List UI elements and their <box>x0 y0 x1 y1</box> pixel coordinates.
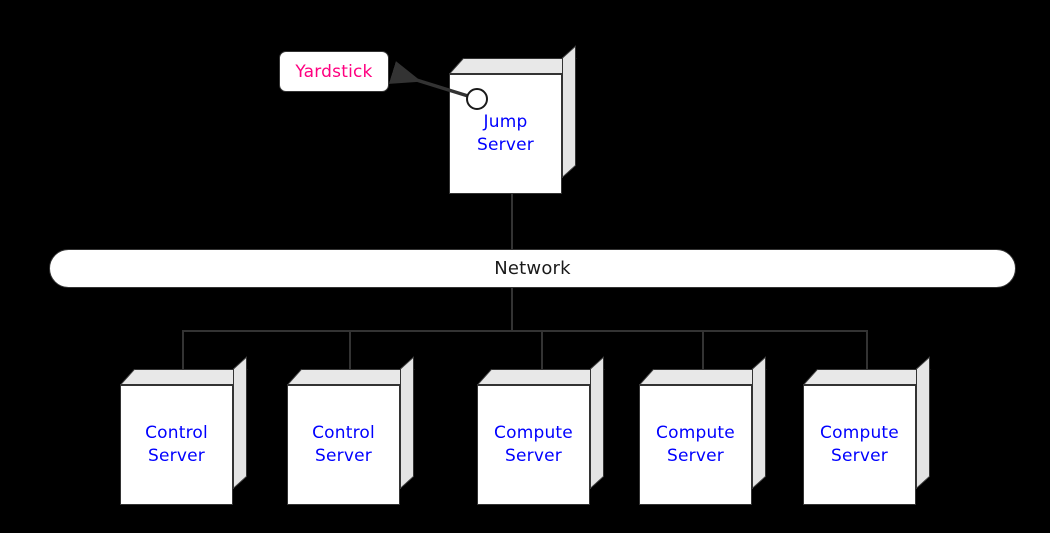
node-jump-server[interactable]: Jump Server <box>449 45 577 194</box>
server-box-front: Compute Server <box>803 385 916 505</box>
jump-server-label-line1: Jump <box>483 112 528 133</box>
server-label-line2: Server <box>148 446 205 466</box>
server-box-side <box>233 356 247 489</box>
server-label-line2: Server <box>505 446 562 466</box>
server-box-top <box>287 369 415 385</box>
jump-server-port-circle[interactable] <box>466 88 488 110</box>
node-control-server-1[interactable]: Control Server <box>120 356 248 505</box>
drop-line-node-2 <box>349 330 351 370</box>
server-label-line1: Control <box>312 423 375 444</box>
drop-line-node-5 <box>866 330 868 370</box>
server-label-line1: Compute <box>494 423 573 444</box>
connector-jump-to-network <box>511 193 513 249</box>
server-box-front: Compute Server <box>477 385 590 505</box>
server-box-top <box>477 369 605 385</box>
jump-server-box-side <box>562 45 576 178</box>
server-label-line1: Control <box>145 423 208 444</box>
server-box-front: Compute Server <box>639 385 752 505</box>
server-label-line1: Compute <box>820 423 899 444</box>
drop-line-node-4 <box>702 330 704 370</box>
network-bus[interactable]: Network <box>49 249 1016 288</box>
drop-line-node-1 <box>182 330 184 370</box>
server-box-side <box>916 356 930 489</box>
jump-server-label-line2: Server <box>477 135 534 155</box>
node-control-server-2[interactable]: Control Server <box>287 356 415 505</box>
node-compute-server-3[interactable]: Compute Server <box>803 356 931 505</box>
distribution-bus-line <box>182 330 868 332</box>
drop-line-node-3 <box>541 330 543 370</box>
server-box-top <box>639 369 767 385</box>
server-label-line2: Server <box>315 446 372 466</box>
server-box-side <box>400 356 414 489</box>
server-label-line1: Compute <box>656 423 735 444</box>
server-box-front: Control Server <box>120 385 233 505</box>
server-box-side <box>752 356 766 489</box>
node-compute-server-2[interactable]: Compute Server <box>639 356 767 505</box>
yardstick-callout-box[interactable]: Yardstick <box>279 51 389 92</box>
server-box-top <box>120 369 248 385</box>
jump-server-box-top <box>449 58 577 74</box>
server-label-line2: Server <box>831 446 888 466</box>
yardstick-label: Yardstick <box>295 61 373 82</box>
server-box-top <box>803 369 931 385</box>
jump-server-box-front: Jump Server <box>449 74 562 194</box>
node-compute-server-1[interactable]: Compute Server <box>477 356 605 505</box>
connector-network-to-bus <box>511 288 513 331</box>
server-box-front: Control Server <box>287 385 400 505</box>
server-box-side <box>590 356 604 489</box>
server-label-line2: Server <box>667 446 724 466</box>
network-label: Network <box>494 258 571 279</box>
